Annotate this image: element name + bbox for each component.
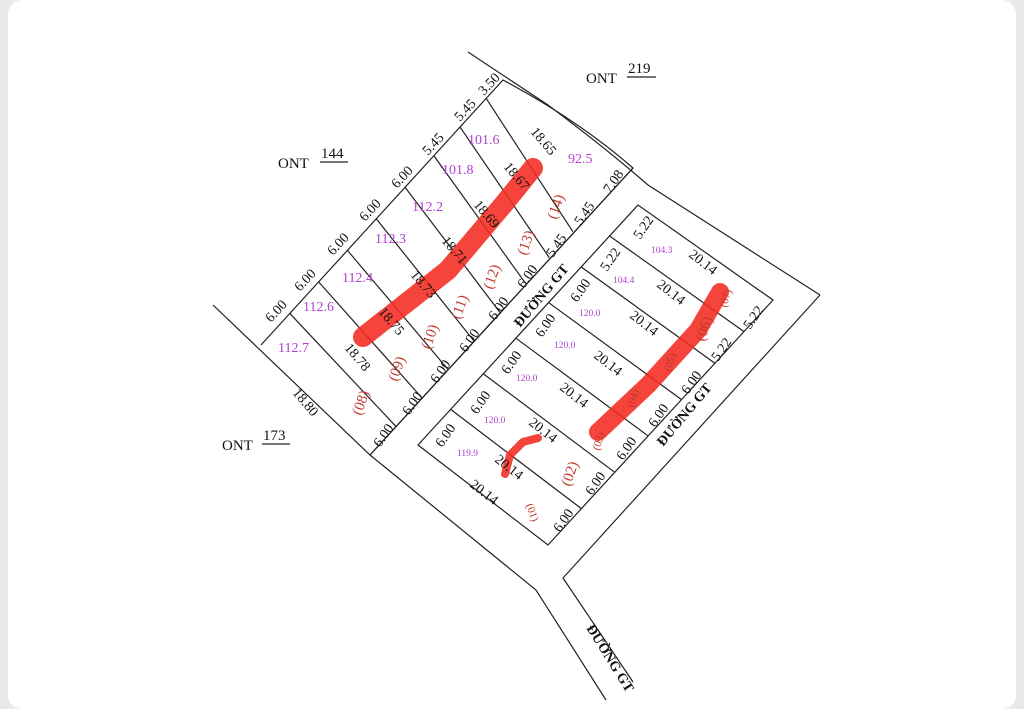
back-width: 5.45: [420, 131, 448, 159]
lot-area: 112.2: [412, 200, 443, 215]
lot-divider: [450, 408, 582, 510]
lot-divider: [482, 373, 616, 473]
front-width: 6.00: [515, 263, 541, 292]
front-width: 5.22: [741, 304, 767, 333]
lot-area: 92.5: [568, 152, 593, 167]
plot-drawing: ONT 144 ONT 219 ONT 173 ĐƯỜNG GT ĐƯỜNG G…: [212, 51, 821, 701]
back-width: 6.00: [357, 197, 385, 225]
ont-number: 144: [321, 146, 344, 162]
back-width: 6.00: [263, 298, 291, 326]
front-width: 6.00: [551, 507, 577, 536]
lot-number: (12): [481, 262, 505, 291]
lot-area: 112.7: [278, 341, 309, 356]
lot-number: (03): [591, 430, 609, 452]
ont-code: ONT: [586, 71, 617, 87]
right-road-edge: [562, 294, 821, 683]
left-road-edge: [212, 304, 607, 701]
ont-number: 219: [628, 61, 651, 77]
lot-area: 120.0: [484, 416, 506, 426]
front-width: 7.08: [601, 168, 627, 197]
lot-area: 119.9: [457, 449, 478, 459]
ont-number: 173: [263, 428, 286, 444]
back-width: 6.00: [468, 389, 494, 418]
back-width: 5.22: [631, 214, 657, 243]
back-width: 5.22: [598, 246, 624, 275]
lot-area: 101.6: [468, 133, 500, 148]
lot-depth: 20.14: [654, 277, 688, 308]
lot-number: (10): [419, 322, 443, 351]
lot-depth: 20.14: [627, 308, 661, 339]
lot-area: 112.6: [303, 300, 334, 315]
front-width: 6.00: [371, 422, 397, 451]
lot-divider: [289, 313, 397, 427]
lot-number: (11): [449, 293, 472, 321]
highlight-marks: [353, 158, 729, 478]
lot-depth: 20.14: [557, 380, 591, 411]
lot-area: 101.8: [442, 163, 474, 178]
highlight-small: [501, 434, 542, 478]
lot-depth: 18.78: [341, 341, 373, 375]
lot-number: (01): [523, 502, 541, 524]
lot-depth: 18.65: [527, 125, 559, 159]
neighbor-ont144: ONT 144: [278, 146, 348, 172]
front-width: 6.00: [428, 358, 454, 387]
upper-block-front: [369, 167, 634, 456]
upper-block-outline: [260, 79, 634, 456]
lot-number: (05): [662, 351, 680, 373]
ont-code: ONT: [278, 156, 309, 172]
ont-code: ONT: [222, 438, 253, 454]
lot-area: 112.4: [342, 271, 373, 286]
highlight-lower: [589, 283, 729, 441]
road-label: ĐƯỜNG GT: [583, 621, 639, 696]
front-width: 5.45: [572, 200, 598, 229]
lot-divider: [609, 235, 745, 333]
lot-area: 120.0: [579, 309, 601, 319]
lot-area: 104.4: [613, 276, 635, 286]
lot-number: (02): [559, 459, 583, 488]
back-width: 5.45: [452, 97, 480, 125]
lot-area: 112.3: [375, 232, 406, 247]
lot-area: 120.0: [554, 341, 576, 351]
neighbor-ont173: ONT 173: [222, 428, 290, 454]
front-width: 5.22: [709, 336, 735, 365]
lot-depth: 20.14: [686, 247, 720, 278]
front-width: 6.00: [457, 327, 483, 356]
back-width: 3.50: [476, 71, 504, 99]
lot-area: 104.3: [651, 246, 673, 256]
lot-number: (08): [350, 388, 374, 417]
highlight-upper: [353, 158, 543, 347]
lot-divider: [515, 337, 649, 437]
lot-number: (07): [718, 287, 736, 309]
lot-area: 120.0: [516, 374, 538, 384]
back-width: 6.00: [389, 164, 417, 192]
front-width: 6.00: [583, 470, 609, 499]
back-width: 6.00: [292, 267, 320, 295]
front-width: 6.00: [400, 390, 426, 419]
neighbor-ont219: ONT 219: [586, 61, 656, 87]
back-width: 6.00: [325, 231, 353, 259]
lot-depth: 20.14: [591, 348, 625, 379]
lot-number: (14): [545, 192, 569, 221]
lot-number: (13): [515, 228, 539, 257]
lower-block-outline: [417, 204, 774, 546]
land-plot-map: ONT 144 ONT 219 ONT 173 ĐƯỜNG GT ĐƯỜNG G…: [8, 0, 1016, 709]
back-width: 6.00: [433, 422, 459, 451]
back-width: 6.00: [568, 277, 594, 306]
lot-number: (04): [625, 387, 643, 409]
